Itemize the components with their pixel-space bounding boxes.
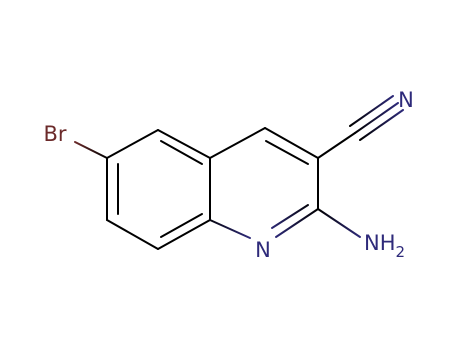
bond-c8-c8a-inner — [160, 213, 203, 238]
bond-c5-c6 — [106, 129, 159, 159]
bond-c7-c8 — [106, 219, 159, 250]
bond-c2-n1-inner — [271, 204, 309, 229]
bond-c4a-c4 — [209, 127, 266, 159]
bond-c6-br — [74, 141, 108, 159]
atom-label-n-nitrile: N — [398, 88, 414, 112]
atom-label-nh2-main: NH — [364, 231, 396, 255]
atom-label-br: Br — [43, 122, 66, 146]
bond-c4-c3-inner — [265, 140, 309, 165]
atom-label-n1: N — [255, 238, 271, 262]
bond-c2-nh2 — [317, 208, 361, 238]
bond-n1-c8a — [209, 219, 251, 239]
bond-cn-triple-c — [359, 109, 404, 141]
bond-c3-cn — [317, 132, 356, 159]
atom-label-nh2-subscript: 2 — [396, 243, 406, 261]
bond-c4-c3 — [264, 127, 319, 159]
bond-c4a-c5 — [157, 129, 211, 159]
bond-c4a-c5-inner — [160, 140, 203, 165]
bond-cn-triple-b — [349, 95, 394, 127]
bond-c8-c8a — [157, 219, 211, 250]
bond-cn-triple-a — [354, 102, 399, 134]
atom-label-nh2: NH2 — [364, 231, 405, 261]
bond-c2-n1 — [275, 208, 319, 238]
